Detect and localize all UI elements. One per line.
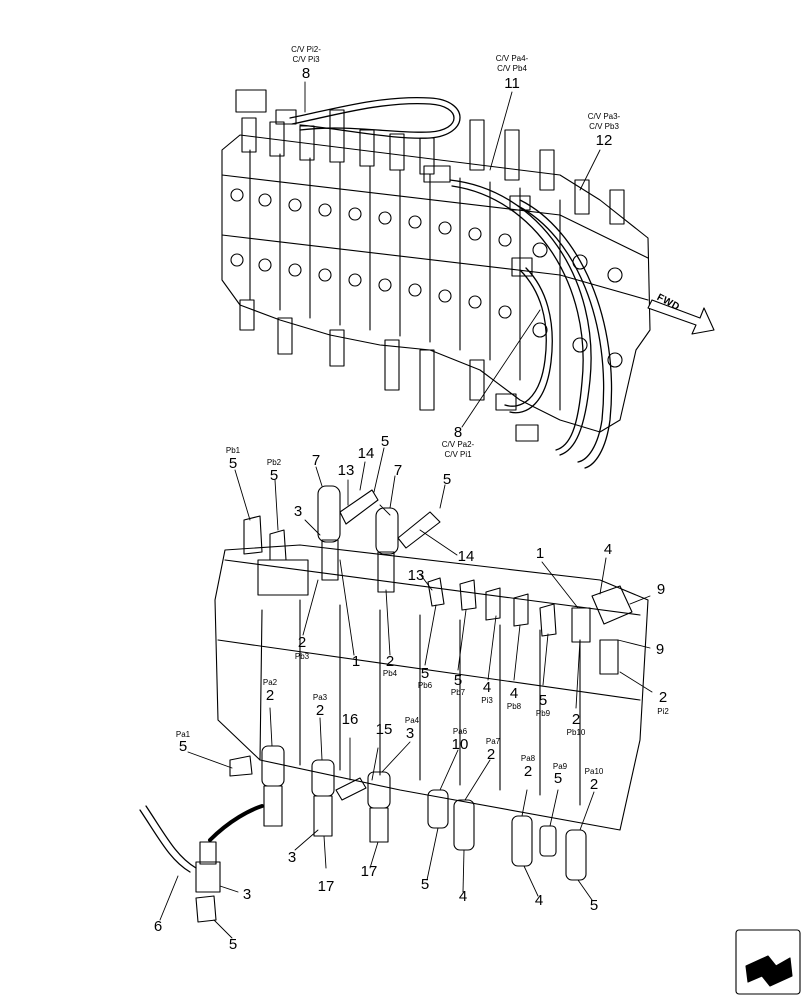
num-14b: 14 <box>457 548 475 565</box>
num-7a: 7 <box>311 452 321 469</box>
num-b17a: 17 <box>317 878 335 895</box>
num-7b: 7 <box>393 462 403 479</box>
leader-lines <box>159 81 653 939</box>
tag-pb2: Pb2 <box>266 458 282 467</box>
num-9b: 9 <box>655 641 665 658</box>
num-5-pb9: 5 <box>538 692 548 709</box>
lower-fittings <box>139 745 587 923</box>
num-pa1: 5 <box>178 738 188 755</box>
num-5a: 5 <box>380 433 390 450</box>
callout-11-line1: C/V Pa4- <box>495 54 529 63</box>
num-b4a: 4 <box>458 888 468 905</box>
callout-8b-line2: C/V Pi1 <box>444 450 472 459</box>
tag-pb9: Pb9 <box>535 709 551 718</box>
navigation-arrow-icon <box>735 929 801 995</box>
num-b4b: 4 <box>534 892 544 909</box>
tag-pb8: Pb8 <box>506 702 522 711</box>
callout-8b-number: 8 <box>453 424 463 441</box>
tag-pb10: Pb10 <box>566 728 586 737</box>
tag-pb1: Pb1 <box>225 446 241 455</box>
num-pa7: 2 <box>486 746 496 763</box>
num-13a: 13 <box>337 462 355 479</box>
num-4-pb8: 4 <box>509 685 519 702</box>
num-2-pb4: 2 <box>385 653 395 670</box>
num-5-pb7: 5 <box>453 672 463 689</box>
spool-caps <box>241 109 625 225</box>
num-1b: 1 <box>351 653 361 670</box>
num-14a: 14 <box>357 445 375 462</box>
callout-12-line1: C/V Pa3- <box>587 112 621 121</box>
spool-stems <box>239 299 485 411</box>
num-pa3: 2 <box>315 702 325 719</box>
num-5b: 5 <box>442 471 452 488</box>
tag-pa9: Pa9 <box>552 762 568 771</box>
num-13b: 13 <box>407 567 425 584</box>
num-pa4: 3 <box>405 725 415 742</box>
tag-pb6: Pb6 <box>417 681 433 690</box>
tag-pa8: Pa8 <box>520 754 536 763</box>
num-5-pb6: 5 <box>420 665 430 682</box>
tag-pa2: Pa2 <box>262 678 278 687</box>
control-valve-top-view <box>221 89 651 469</box>
callout-8-number: 8 <box>301 65 311 82</box>
callout-12-line2: C/V Pb3 <box>589 122 619 131</box>
num-2-pb10: 2 <box>571 711 581 728</box>
tag-pa1: Pa1 <box>175 730 191 739</box>
callout-11-number: 11 <box>504 75 520 92</box>
num-pa2: 2 <box>265 687 275 704</box>
hose-assemblies <box>289 96 613 469</box>
tag-pa10: Pa10 <box>584 767 604 776</box>
callout-8-line2: C/V Pi3 <box>292 55 320 64</box>
tag-pa6: Pa6 <box>452 727 468 736</box>
tag-pa3: Pa3 <box>312 693 328 702</box>
num-b17b: 17 <box>360 863 378 880</box>
num-b5c: 5 <box>589 897 599 914</box>
num-b5a: 5 <box>228 936 238 953</box>
hose-fittings <box>235 89 539 442</box>
num-4-pi3: 4 <box>482 679 492 696</box>
num-9a: 9 <box>656 581 666 598</box>
num-15: 15 <box>375 721 393 738</box>
num-3a: 3 <box>293 503 303 520</box>
num-pb1: 5 <box>228 455 238 472</box>
num-16: 16 <box>341 711 359 728</box>
num-pa9: 5 <box>553 770 563 787</box>
num-2-pb3: 2 <box>297 634 307 651</box>
tag-pb4: Pb4 <box>382 669 398 678</box>
callout-11-line2: C/V Pb4 <box>497 64 527 73</box>
tag-pb7: Pb7 <box>450 688 466 697</box>
tag-pi2: Pi2 <box>657 707 669 716</box>
callout-8b-line1: C/V Pa2- <box>441 440 475 449</box>
num-pa8: 2 <box>523 763 533 780</box>
num-pa6: 10 <box>451 736 469 753</box>
control-valve-fittings-view <box>214 485 649 831</box>
fwd-arrow <box>647 299 715 335</box>
num-b6: 6 <box>153 918 163 935</box>
num-b5b: 5 <box>420 876 430 893</box>
callout-12-number: 12 <box>595 132 613 149</box>
num-4a: 4 <box>603 541 613 558</box>
num-1a: 1 <box>535 545 545 562</box>
tag-pa4: Pa4 <box>404 716 420 725</box>
tag-pi3: Pi3 <box>481 696 493 705</box>
tag-pa7: Pa7 <box>485 737 501 746</box>
tag-pb3: Pb3 <box>294 652 310 661</box>
num-b3a: 3 <box>287 849 297 866</box>
num-b3b: 3 <box>242 886 252 903</box>
num-pb2: 5 <box>269 467 279 484</box>
num-pa10: 2 <box>589 776 599 793</box>
valve-ports <box>230 188 623 368</box>
num-2-pi2: 2 <box>658 689 668 706</box>
callout-8-line1: C/V Pi2- <box>291 45 321 54</box>
